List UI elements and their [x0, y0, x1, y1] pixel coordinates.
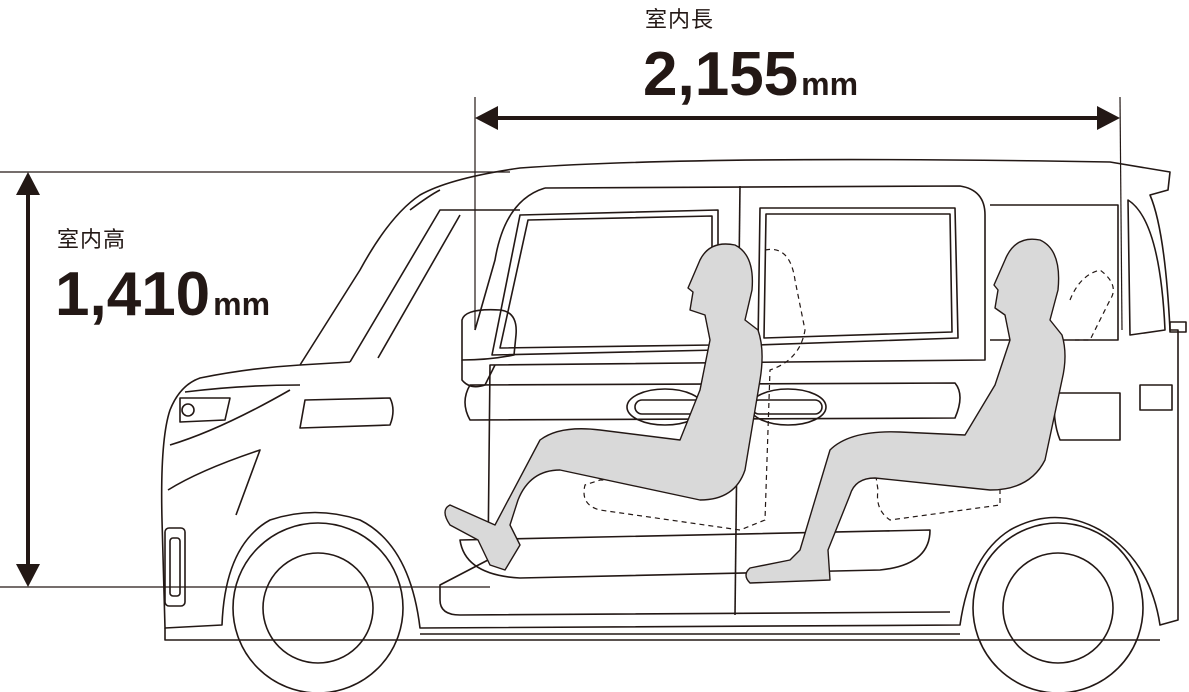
interior-height-value: 1,410mm [55, 264, 270, 326]
interior-height-unit: mm [213, 286, 271, 322]
car-body [160, 158, 1179, 641]
interior-height-number: 1,410 [55, 260, 211, 329]
interior-length-unit: mm [801, 66, 859, 102]
interior-height-label: 室内高 [57, 228, 127, 253]
side-mirror [461, 308, 517, 388]
interior-length-value: 2,155mm [643, 44, 858, 106]
seats [583, 248, 1114, 531]
rear-occupant [745, 238, 1066, 584]
rear-window [757, 207, 959, 346]
length-dimension [474, 96, 1123, 331]
front-occupant [444, 243, 763, 571]
rear-wheel [972, 522, 1144, 692]
occupants [444, 238, 1066, 584]
front-wheel [232, 522, 404, 692]
height-dimension [0, 171, 510, 588]
interior-length-number: 2,155 [643, 40, 799, 109]
interior-length-label: 室内長 [645, 8, 715, 33]
